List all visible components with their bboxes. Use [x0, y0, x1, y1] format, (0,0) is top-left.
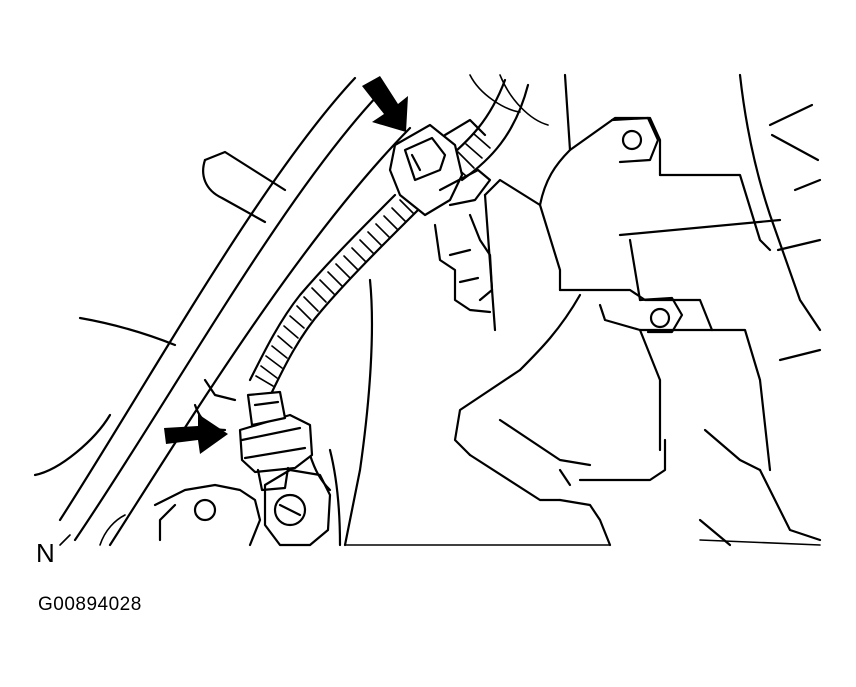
lower-connector-arrow	[164, 414, 228, 454]
base-lines	[344, 539, 821, 546]
figure-id: G00894028	[38, 594, 142, 615]
upper-connector-arrow	[362, 76, 408, 132]
mounting-bracket	[328, 213, 494, 547]
upper-connector	[388, 118, 492, 217]
lower-connector	[238, 390, 314, 492]
body-panel-lines	[33, 74, 549, 547]
orientation-mark: N	[36, 538, 55, 568]
transmission-housing	[453, 73, 822, 547]
